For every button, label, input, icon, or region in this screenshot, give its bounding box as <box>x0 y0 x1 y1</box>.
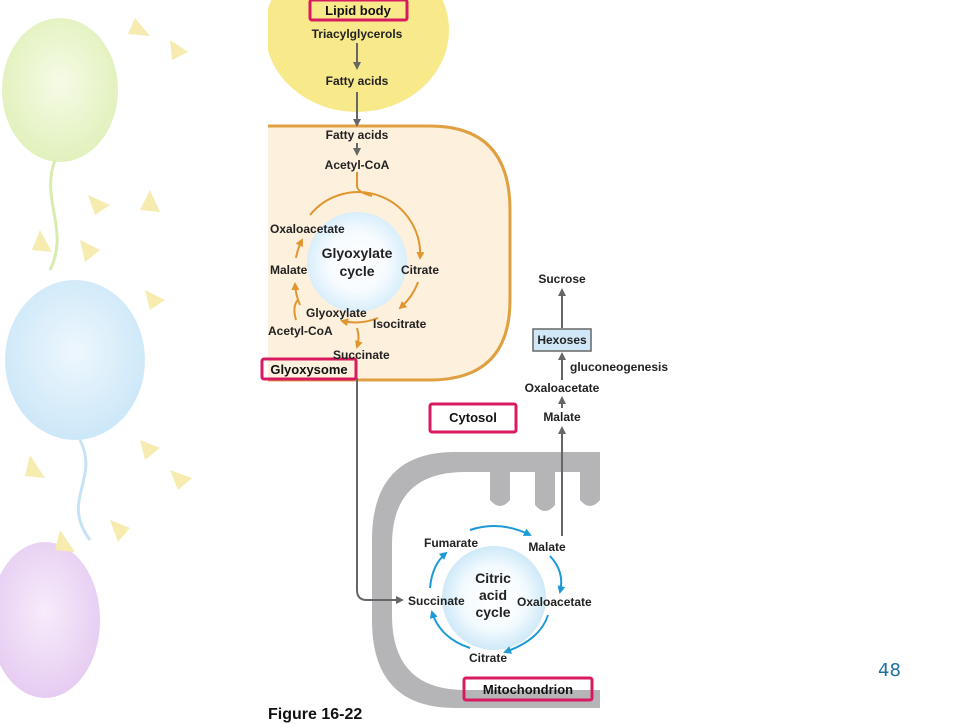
glyoxylate-cycle-title-1: Glyoxylate <box>322 245 393 261</box>
gluconeogenesis-label: gluconeogenesis <box>570 360 668 374</box>
glyoxylate-cycle-title-2: cycle <box>339 263 374 279</box>
glyox-citrate-label: Citrate <box>401 263 439 277</box>
glyox-glyoxylate-label: Glyoxylate <box>306 306 367 320</box>
citric-acid-cycle-title-3: cycle <box>475 604 510 620</box>
glyoxylate-cycle-glow <box>307 212 407 312</box>
glyoxysome-highlight <box>260 357 358 381</box>
glyoxylate-cycle-arc-malate-oxaloacetate <box>295 238 303 259</box>
sucrose-label: Sucrose <box>538 272 586 286</box>
mito-fumarate-label: Fumarate <box>424 536 478 550</box>
glyox-oxaloacetate-label: Oxaloacetate <box>270 222 345 236</box>
mitochondrion-highlight <box>462 676 594 702</box>
hexoses-box <box>532 328 592 352</box>
cytosol-label: Cytosol <box>449 410 497 425</box>
hexoses-label: Hexoses <box>537 333 587 347</box>
glyoxylate-cycle-arc-left <box>291 282 301 306</box>
glyox-malate-label: Malate <box>270 263 308 277</box>
mitochondrion-label: Mitochondrion <box>483 682 573 697</box>
cytosol-oxaloacetate-label: Oxaloacetate <box>525 381 600 395</box>
glyox-isocitrate-label: Isocitrate <box>373 317 427 331</box>
glyoxylate-cycle-arc-bottom <box>340 317 379 327</box>
purple-balloon <box>0 542 100 698</box>
blue-balloon <box>5 280 145 541</box>
mito-succinate-label: Succinate <box>408 594 465 608</box>
arrow-succinate-to-mitochondrion <box>356 378 404 604</box>
glyox-succinate-label: Succinate <box>333 348 390 362</box>
citric-acid-cycle-title-2: acid <box>479 587 507 603</box>
glyoxylate-cycle-arc-citrate-isocitrate <box>398 281 419 310</box>
arrow-isocitrate-to-succinate <box>355 327 363 349</box>
citric-acid-cycle-title-1: Citric <box>475 570 511 586</box>
sun-rays <box>25 18 192 552</box>
mito-citrate-label: Citrate <box>469 651 507 665</box>
arrow-acetyl-coa-into-cycle <box>356 172 373 197</box>
citric-acid-cycle-glow <box>442 546 546 650</box>
cytosol-highlight <box>428 402 518 434</box>
arrow-acetyl-coa-to-malate <box>293 299 299 321</box>
lipid-body-highlight <box>308 0 409 22</box>
glyox-fatty-acids-label: Fatty acids <box>326 128 389 142</box>
citric-cycle-arc-citrate-succinate <box>429 610 471 649</box>
green-balloon <box>2 18 118 271</box>
citric-cycle-arc-succinate-fumarate <box>429 551 448 589</box>
lipid-body-shape <box>268 0 449 112</box>
glyoxysome-label: Glyoxysome <box>270 362 347 377</box>
mito-malate-label: Malate <box>528 540 566 554</box>
citric-cycle-arc-fumarate-malate <box>469 525 532 536</box>
citric-cycle-arc-oxaloacetate-citrate <box>503 614 549 654</box>
lipid-fatty-acids-label: Fatty acids <box>326 74 389 88</box>
lipid-body-label: Lipid body <box>325 3 391 18</box>
cytosol-malate-label: Malate <box>543 410 581 424</box>
citric-cycle-arc-malate-oxaloacetate <box>549 555 566 594</box>
figure-caption: Figure 16-22 <box>268 706 363 723</box>
glyox-acetyl-coa-bottom-label: Acetyl-CoA <box>268 324 333 338</box>
mito-oxaloacetate-label: Oxaloacetate <box>517 595 592 609</box>
glyoxylate-cycle-arc-right <box>309 191 425 260</box>
triacylglycerols-label: Triacylglycerols <box>312 27 403 41</box>
page-number: 48 <box>878 660 901 681</box>
glyox-acetyl-coa-top-label: Acetyl-CoA <box>325 158 390 172</box>
